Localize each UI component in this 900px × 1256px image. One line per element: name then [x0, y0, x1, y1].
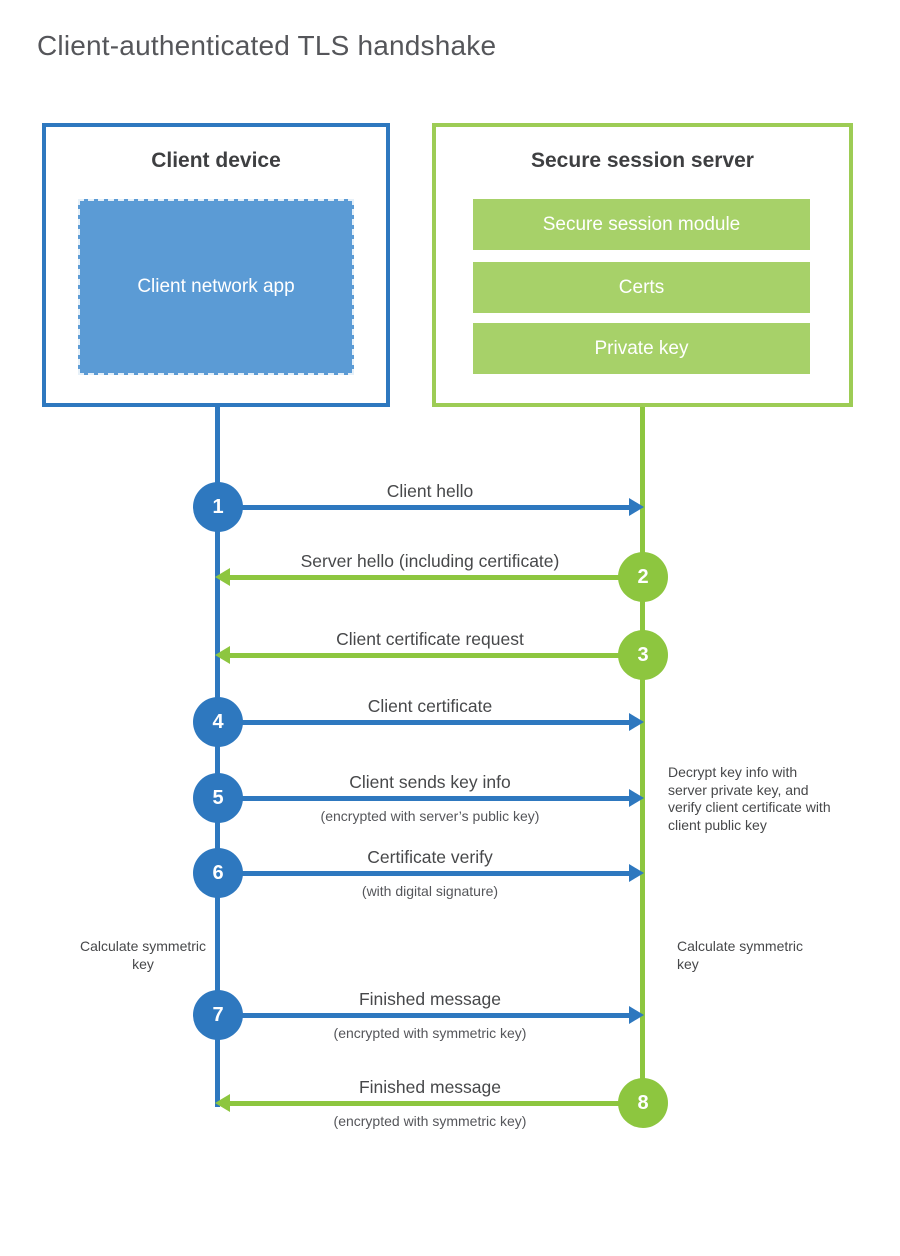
arrow-head-right-icon: [629, 864, 644, 882]
step-circle: 1: [193, 482, 243, 532]
secure-session-server-box: Secure session server Secure session mod…: [432, 123, 853, 407]
client-device-box: Client device Client network app: [42, 123, 390, 407]
arrow-shaft: [230, 575, 643, 580]
arrow-head-right-icon: [629, 713, 644, 731]
arrow-shaft: [218, 505, 629, 510]
arrow-head-left-icon: [215, 1094, 230, 1112]
message-label: Server hello (including certificate): [300, 551, 560, 571]
step-circle: 8: [618, 1078, 668, 1128]
step-number: 5: [212, 786, 224, 809]
arrow-head-right-icon: [629, 498, 644, 516]
server-private-key-bar: Private key: [473, 323, 810, 374]
client-network-app-box: Client network app: [78, 199, 354, 375]
arrow-shaft: [218, 871, 629, 876]
client-device-title: Client device: [151, 149, 281, 172]
page-title: Client-authenticated TLS handshake: [37, 30, 497, 61]
client-lifeline: [215, 407, 220, 1107]
arrow-shaft: [218, 720, 629, 725]
step-circle: 5: [193, 773, 243, 823]
client-network-app-label: Client network app: [137, 276, 295, 298]
server-lifeline: [640, 407, 645, 1103]
decrypt-note: Decrypt key info with server private key…: [668, 764, 831, 833]
message-label: Client certificate: [367, 696, 493, 716]
server-module-bar: Secure session module: [473, 199, 810, 250]
message-sublabel: (encrypted with symmetric key): [333, 1113, 527, 1129]
step-number: 8: [637, 1091, 649, 1114]
step-number: 2: [637, 565, 649, 588]
step-number: 6: [212, 861, 224, 884]
step-circle: 6: [193, 848, 243, 898]
arrow-shaft: [218, 796, 629, 801]
step-circle: 4: [193, 697, 243, 747]
message-sublabel: (encrypted with server’s public key): [320, 808, 540, 824]
server-certs-label: Certs: [618, 276, 665, 298]
arrow-head-left-icon: [215, 568, 230, 586]
server-certs-bar: Certs: [473, 262, 810, 313]
message-label: Client hello: [386, 481, 474, 501]
calculate-symmetric-key-note-server: Calculate symmetric key: [677, 938, 804, 972]
message-label: Certificate verify: [367, 847, 493, 867]
message-sublabel: (encrypted with symmetric key): [333, 1025, 527, 1041]
message-label: Client sends key info: [349, 772, 511, 792]
step-number: 3: [637, 643, 649, 666]
secure-session-server-title: Secure session server: [531, 149, 754, 172]
calculate-symmetric-key-note-client: Calculate symmetric key: [79, 938, 207, 972]
message-sublabel: (with digital signature): [361, 883, 499, 899]
arrow-head-right-icon: [629, 789, 644, 807]
step-number: 4: [212, 710, 224, 733]
message-label: Finished message: [358, 1077, 502, 1097]
step-circle: 3: [618, 630, 668, 680]
message-label: Finished message: [358, 989, 502, 1009]
server-module-label: Secure session module: [542, 213, 741, 235]
server-private-key-label: Private key: [594, 337, 689, 359]
arrow-shaft: [230, 1101, 643, 1106]
arrow-head-left-icon: [215, 646, 230, 664]
arrow-head-right-icon: [629, 1006, 644, 1024]
message-label: Client certificate request: [336, 629, 524, 649]
step-number: 7: [212, 1003, 224, 1026]
arrow-shaft: [218, 1013, 629, 1018]
arrow-shaft: [230, 653, 643, 658]
step-circle: 2: [618, 552, 668, 602]
step-number: 1: [212, 495, 224, 518]
step-circle: 7: [193, 990, 243, 1040]
